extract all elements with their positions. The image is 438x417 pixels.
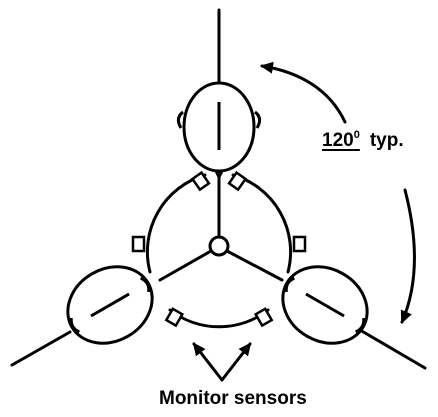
sensor-right [292,235,307,253]
ring-arc-left [145,173,207,274]
head-right [281,265,369,345]
monitor-sensors-label: Monitor sensors [159,388,307,409]
ear-top-right [254,110,262,129]
sensor-top-right [227,170,248,192]
sensor-arrow-left [192,342,224,382]
angle-number: 120 [322,130,354,152]
sensor-top-left [190,170,211,192]
angle-degree-superscript: 0 [353,129,360,141]
spoke-right-outer [358,328,427,370]
head-left [66,265,154,345]
center-hub [208,235,230,257]
head-top [176,81,262,181]
ring-arc-right [231,173,293,274]
angle-value: 1200 [322,130,360,151]
angle-suffix: typ. [369,130,404,152]
spoke-left-inner [158,249,213,282]
ring-arc-bottom [168,308,270,329]
ear-top-left [176,110,184,129]
sensor-left [131,235,146,253]
sensor-arrow-right [220,342,252,382]
sensor-bottom-right [253,307,274,328]
sensor-bottom-left [164,307,185,328]
spoke-left-outer [10,330,72,367]
spoke-right-inner [225,249,284,282]
angle-label: 1200 typ. [322,130,404,152]
angle-arrow-upper [260,61,347,124]
angle-arrow-lower [400,188,416,324]
